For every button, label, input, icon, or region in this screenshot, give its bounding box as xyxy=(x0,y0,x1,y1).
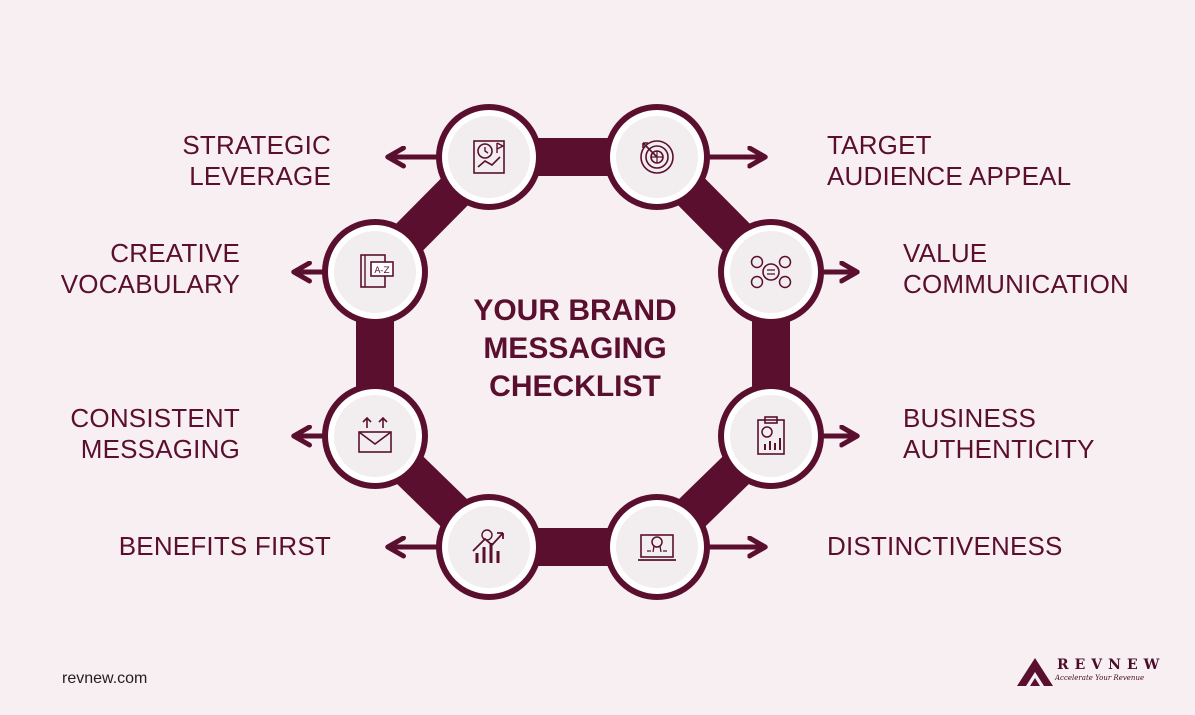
label-line: MESSAGING xyxy=(80,434,240,464)
label-value-communication: VALUE COMMUNICATION xyxy=(903,238,1129,300)
icon-part xyxy=(472,532,504,552)
label-line: CREATIVE xyxy=(110,238,240,268)
ring-node xyxy=(718,219,824,325)
label-line: BUSINESS xyxy=(903,403,1037,433)
label-line: AUDIENCE APPEAL xyxy=(827,161,1072,191)
icon-part xyxy=(640,534,674,558)
label-consistent-messaging: CONSISTENT MESSAGING xyxy=(70,403,240,465)
ring-node: A-Z xyxy=(322,219,428,325)
label-line: BENEFITS FIRST xyxy=(118,531,331,561)
icon-part xyxy=(750,275,764,289)
node-disc xyxy=(730,231,812,313)
icon-part xyxy=(477,143,493,159)
label-distinctiveness: DISTINCTIVENESS xyxy=(827,531,1063,562)
title-line-3: CHECKLIST xyxy=(489,370,661,403)
ring-node xyxy=(436,494,542,600)
icon-part xyxy=(757,419,785,455)
label-line: TARGET xyxy=(827,130,932,160)
label-line: AUTHENTICITY xyxy=(903,434,1095,464)
icon-part xyxy=(764,416,778,424)
label-line: VOCABULARY xyxy=(60,269,240,299)
icon-part xyxy=(370,261,394,277)
icon-part xyxy=(647,545,667,553)
label-strategic-leverage: STRATEGIC LEVERAGE xyxy=(182,130,331,192)
icon-part xyxy=(358,431,392,445)
node-disc xyxy=(448,506,530,588)
icon-part xyxy=(762,263,780,281)
icon-part xyxy=(750,255,764,269)
envelope-upload-icon xyxy=(358,416,392,453)
footer-url[interactable]: revnew.com xyxy=(62,670,148,687)
icon-part xyxy=(477,156,501,168)
label-line: LEVERAGE xyxy=(189,161,331,191)
icon-part xyxy=(362,416,388,428)
brand-logo: REVNEW Accelerate Your Revenue xyxy=(1015,654,1159,690)
diagram-title: YOUR BRAND MESSAGING CHECKLIST xyxy=(430,292,720,406)
icon-part xyxy=(761,426,773,438)
icon-text: A-Z xyxy=(374,266,389,276)
clipboard-chart-icon xyxy=(757,416,785,455)
title-line-2: MESSAGING xyxy=(483,332,667,365)
title-line-1: YOUR BRAND xyxy=(473,294,677,327)
icon-part xyxy=(642,142,658,158)
logo-mountain-icon xyxy=(1017,658,1053,686)
label-creative-vocabulary: CREATIVE VOCABULARY xyxy=(61,238,240,300)
logo-tagline: Accelerate Your Revenue xyxy=(1055,674,1145,682)
ring-node xyxy=(604,104,710,210)
icon-part xyxy=(651,536,663,548)
icon-part xyxy=(778,275,792,289)
growth-chart-icon xyxy=(472,529,504,563)
label-target-audience-appeal: TARGET AUDIENCE APPEAL xyxy=(827,130,1071,192)
ring-node xyxy=(322,383,428,489)
strategy-chart-icon xyxy=(473,140,505,174)
icon-part xyxy=(778,255,792,269)
label-line: VALUE xyxy=(903,238,988,268)
icon-part xyxy=(767,269,775,275)
dictionary-az-icon: A-Z xyxy=(360,254,394,288)
icon-part xyxy=(475,543,500,563)
ring-node xyxy=(604,494,710,600)
target-globe-icon xyxy=(640,140,674,174)
label-business-authenticity: BUSINESS AUTHENTICITY xyxy=(903,403,1095,465)
icon-part xyxy=(496,142,505,153)
icon-part xyxy=(358,431,392,453)
icon-part xyxy=(764,438,781,450)
icon-part xyxy=(645,145,669,169)
ring-node xyxy=(718,383,824,489)
icon-part xyxy=(481,529,493,541)
label-line: DISTINCTIVENESS xyxy=(827,531,1063,561)
people-network-icon xyxy=(750,255,792,289)
icon-part xyxy=(640,140,674,174)
label-line: CONSISTENT xyxy=(70,403,240,433)
label-line: COMMUNICATION xyxy=(903,269,1129,299)
ring-nodes: A-Z xyxy=(322,104,824,600)
node-disc xyxy=(334,395,416,477)
icon-part xyxy=(473,140,505,174)
label-benefits-first: BENEFITS FIRST xyxy=(119,531,331,562)
icon-part xyxy=(484,147,489,154)
certificate-laptop-icon xyxy=(638,534,676,561)
label-line: STRATEGIC xyxy=(182,130,331,160)
ring-node xyxy=(436,104,542,210)
logo-wordmark: REVNEW xyxy=(1057,657,1166,673)
